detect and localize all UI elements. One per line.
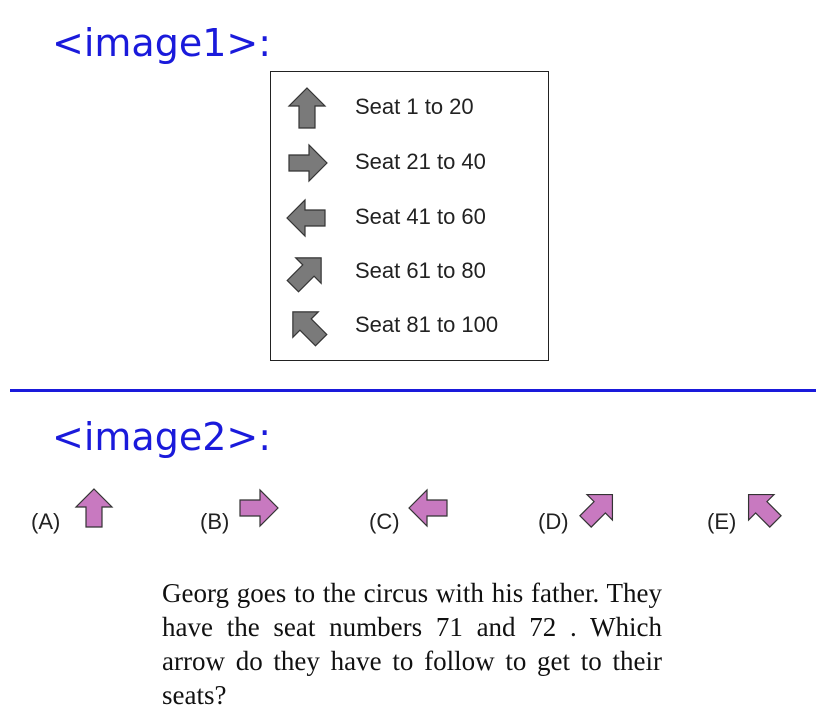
- option-label: (A): [31, 509, 61, 534]
- legend-label: Seat 61 to 80: [355, 258, 486, 283]
- option-label: (D): [538, 509, 569, 534]
- legend-row-3: Seat 41 to 60: [271, 194, 548, 242]
- arrow-diagonal-up-left-icon: [292, 311, 328, 347]
- arrow-left-icon: [286, 198, 326, 238]
- legend-row-2: Seat 21 to 40: [271, 139, 548, 187]
- option-label: (C): [369, 509, 400, 534]
- section-divider: [10, 389, 816, 392]
- arrow-right-icon: [239, 488, 279, 528]
- arrow-diagonal-up-right-icon: [286, 257, 322, 293]
- legend-label: Seat 1 to 20: [355, 94, 474, 119]
- image1-heading: <image1>:: [52, 21, 272, 65]
- arrow-left-icon: [408, 488, 448, 528]
- arrow-up-icon: [74, 488, 114, 528]
- seat-legend: Seat 1 to 20 Seat 21 to 40 Seat 41 to 60…: [270, 71, 549, 361]
- legend-row-5: Seat 81 to 100: [271, 302, 548, 350]
- arrow-diagonal-up-right-icon: [579, 493, 614, 528]
- legend-row-1: Seat 1 to 20: [271, 84, 548, 132]
- option-label: (B): [200, 509, 230, 534]
- option-label: (E): [707, 509, 737, 534]
- legend-label: Seat 21 to 40: [355, 149, 486, 174]
- image2-heading: <image2>:: [52, 415, 272, 459]
- arrow-diagonal-up-left-icon: [747, 493, 782, 528]
- arrow-right-icon: [288, 143, 328, 183]
- arrow-up-icon: [287, 87, 327, 129]
- legend-row-4: Seat 61 to 80: [271, 248, 548, 296]
- legend-label: Seat 81 to 100: [355, 312, 499, 337]
- question-text: Georg goes to the circus with his father…: [162, 578, 662, 710]
- legend-label: Seat 41 to 60: [355, 204, 486, 229]
